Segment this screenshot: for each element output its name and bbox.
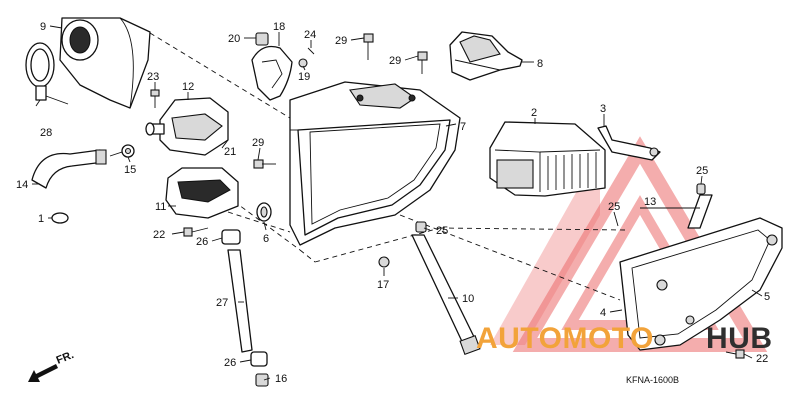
callout-5: 5 [764, 291, 770, 303]
callout-29-left: 29 [252, 137, 264, 149]
diagram-code: KFNA-1600B [626, 375, 679, 385]
callout-2: 2 [531, 107, 537, 119]
callout-22-right: 22 [756, 353, 768, 365]
watermark-wordmark: AUTOMOTO HUB [476, 322, 773, 355]
callout-25-middle: 25 [608, 201, 620, 213]
chamber-housing-part [145, 97, 229, 156]
leader-lines [32, 25, 763, 381]
callout-10: 10 [462, 293, 474, 305]
front-direction-label: FR. [55, 349, 76, 367]
callout-24: 24 [304, 29, 316, 41]
small-tube-part [687, 194, 713, 229]
callout-28: 28 [40, 127, 52, 139]
retaining-clip-part [597, 125, 661, 161]
air-cleaner-case-part [289, 81, 461, 246]
seal-ring-part [256, 202, 272, 222]
clip-25-part [415, 183, 706, 233]
nut-part [378, 256, 390, 268]
small-bolt-part [150, 89, 160, 108]
callout-7: 7 [460, 121, 466, 133]
filter-pleats [547, 152, 597, 190]
watermark-text-hub: HUB [706, 322, 773, 355]
callout-11: 11 [155, 201, 166, 213]
callout-27: 27 [216, 297, 228, 309]
callout-8: 8 [537, 58, 543, 70]
bracket-strap-part [251, 45, 293, 101]
callout-9: 9 [40, 21, 46, 33]
drain-plug-part [255, 373, 269, 387]
drain-tube-part [227, 249, 253, 353]
callout-25-right: 25 [696, 165, 708, 177]
callout-3: 3 [600, 103, 606, 115]
callout-6: 6 [263, 233, 269, 245]
callout-19: 19 [298, 71, 310, 83]
callout-17: 17 [377, 279, 389, 291]
callout-15: 15 [124, 164, 136, 176]
grommet-part [255, 32, 269, 46]
clamp-band-part [25, 42, 69, 105]
front-direction-indicator: FR. [28, 349, 76, 382]
hose-clip-part [121, 144, 135, 158]
watermark-text-automoto: AUTOMOTO [476, 322, 654, 355]
long-drain-tube-part [411, 234, 481, 356]
filter-element-part [489, 121, 606, 197]
cover-part [619, 217, 783, 351]
hose-part [31, 149, 129, 189]
resonator-part [449, 31, 523, 81]
callout-29-top: 29 [335, 35, 347, 47]
callout-labels: 9 20 18 24 19 29 29 8 23 12 21 7 2 3 25 … [16, 21, 770, 385]
callout-21: 21 [224, 146, 236, 158]
callout-16: 16 [275, 373, 287, 385]
tube-clip-part [221, 229, 268, 367]
callout-23: 23 [147, 71, 159, 83]
breather-body-part [165, 167, 239, 219]
callout-26-top: 26 [196, 236, 208, 248]
callout-13: 13 [644, 196, 656, 208]
callout-26-bottom: 26 [224, 357, 236, 369]
callout-12: 12 [182, 81, 194, 93]
callout-22-left: 22 [153, 229, 165, 241]
callout-25-left: 25 [436, 225, 448, 237]
callout-14: 14 [16, 179, 28, 191]
callout-29-right: 29 [389, 55, 401, 67]
callout-20: 20 [228, 33, 240, 45]
screw-part [298, 47, 315, 68]
arrow-icon [28, 364, 58, 382]
callout-1: 1 [38, 213, 44, 225]
intake-duct-part [59, 17, 151, 109]
callout-4: 4 [600, 307, 606, 319]
callout-18: 18 [273, 21, 285, 33]
clamp-part [51, 212, 69, 224]
